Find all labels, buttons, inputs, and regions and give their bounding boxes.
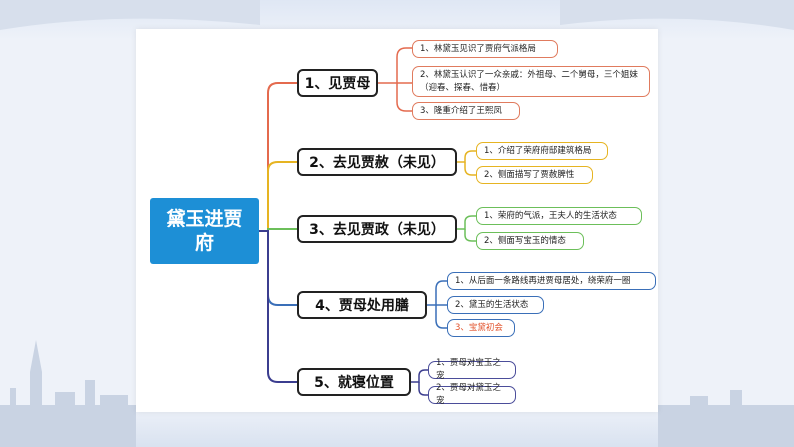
branch-node-4: 4、贾母处用膳	[297, 291, 427, 319]
leaf-4-2: 2、黛玉的生活状态	[447, 296, 544, 314]
leaf-3-2: 2、侧面写宝玉的情态	[476, 232, 584, 250]
connectors-leaves-5	[411, 369, 428, 396]
leaf-2-2: 2、侧面描写了贾赦脾性	[476, 166, 593, 184]
connector-branch-1	[259, 82, 297, 232]
connector-branch-2	[259, 161, 297, 232]
leaf-1-3: 3、隆重介绍了王熙凤	[412, 102, 520, 120]
branch-node-5: 5、就寝位置	[297, 368, 411, 396]
leaf-5-1: 1、贾母对宝玉之宠	[428, 358, 516, 381]
connector-branch-5	[259, 230, 297, 383]
connectors-leaves-2	[457, 150, 476, 176]
connectors-leaves-1	[378, 47, 412, 112]
connectors-leaves-3	[457, 215, 476, 242]
branch-node-3: 3、去见贾政（未见）	[297, 215, 457, 243]
leaf-1-1: 1、林黛玉见识了贾府气派格局	[412, 40, 558, 58]
root-label: 黛玉进贾府	[166, 208, 243, 254]
connector-branch-4	[259, 230, 297, 306]
leaf-3-1: 1、荣府的气派，王夫人的生活状态	[476, 207, 642, 225]
root-node: 黛玉进贾府	[150, 198, 259, 264]
branch-node-1: 1、见贾母	[297, 69, 378, 97]
leaf-2-1: 1、介绍了荣府府邸建筑格局	[476, 142, 608, 160]
connectors-leaves-4	[427, 280, 447, 329]
leaf-4-1: 1、从后面一条路线再进贾母居处，绕荣府一圈	[447, 272, 656, 290]
leaf-1-2: 2、林黛玉认识了一众亲戚：外祖母、二个舅母，三个姐妹（迎春、探春、惜春）	[412, 66, 650, 97]
leaf-4-3-highlight: 3、宝黛初会	[447, 319, 515, 337]
branch-node-2: 2、去见贾赦（未见）	[297, 148, 457, 176]
leaf-5-2: 2、贾母对黛玉之宠	[428, 383, 516, 406]
